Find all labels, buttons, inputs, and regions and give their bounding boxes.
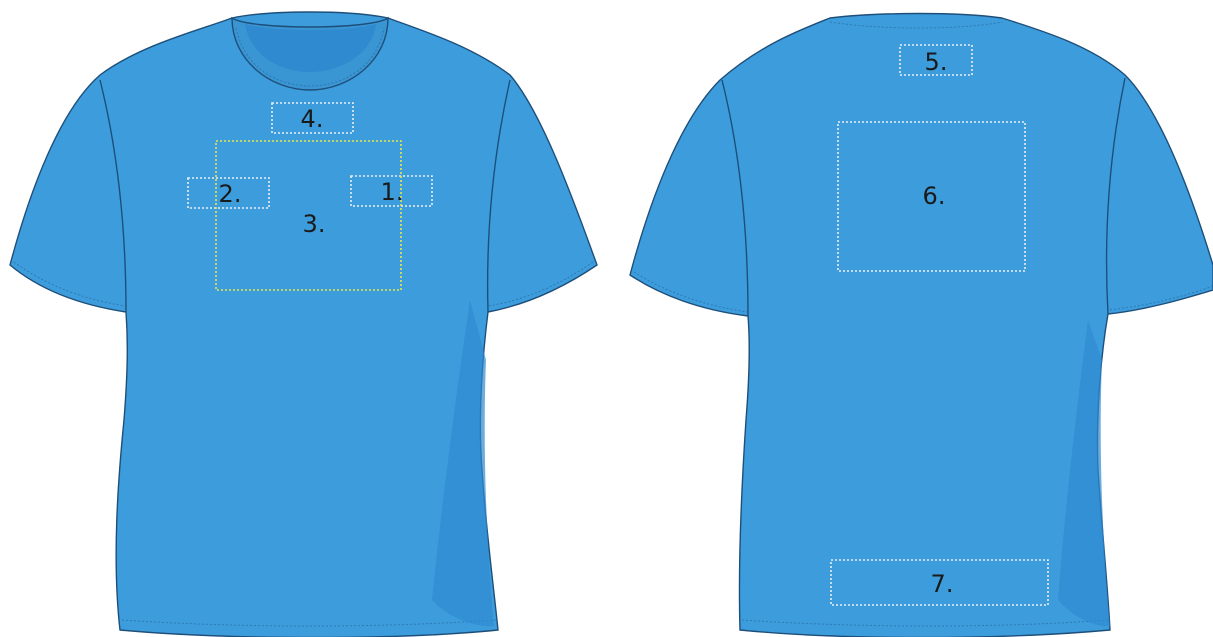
zone-3-label: 3.: [303, 210, 326, 238]
zone-4-label: 4.: [301, 105, 324, 133]
zone-1-label: 1.: [381, 178, 404, 206]
zone-7-label: 7.: [931, 570, 954, 598]
zone-6-label: 6.: [923, 182, 946, 210]
zone-2-label: 2.: [219, 180, 242, 208]
back-shirt-body: [630, 14, 1213, 637]
zone-5-label: 5.: [925, 48, 948, 76]
back-view: [630, 14, 1213, 637]
